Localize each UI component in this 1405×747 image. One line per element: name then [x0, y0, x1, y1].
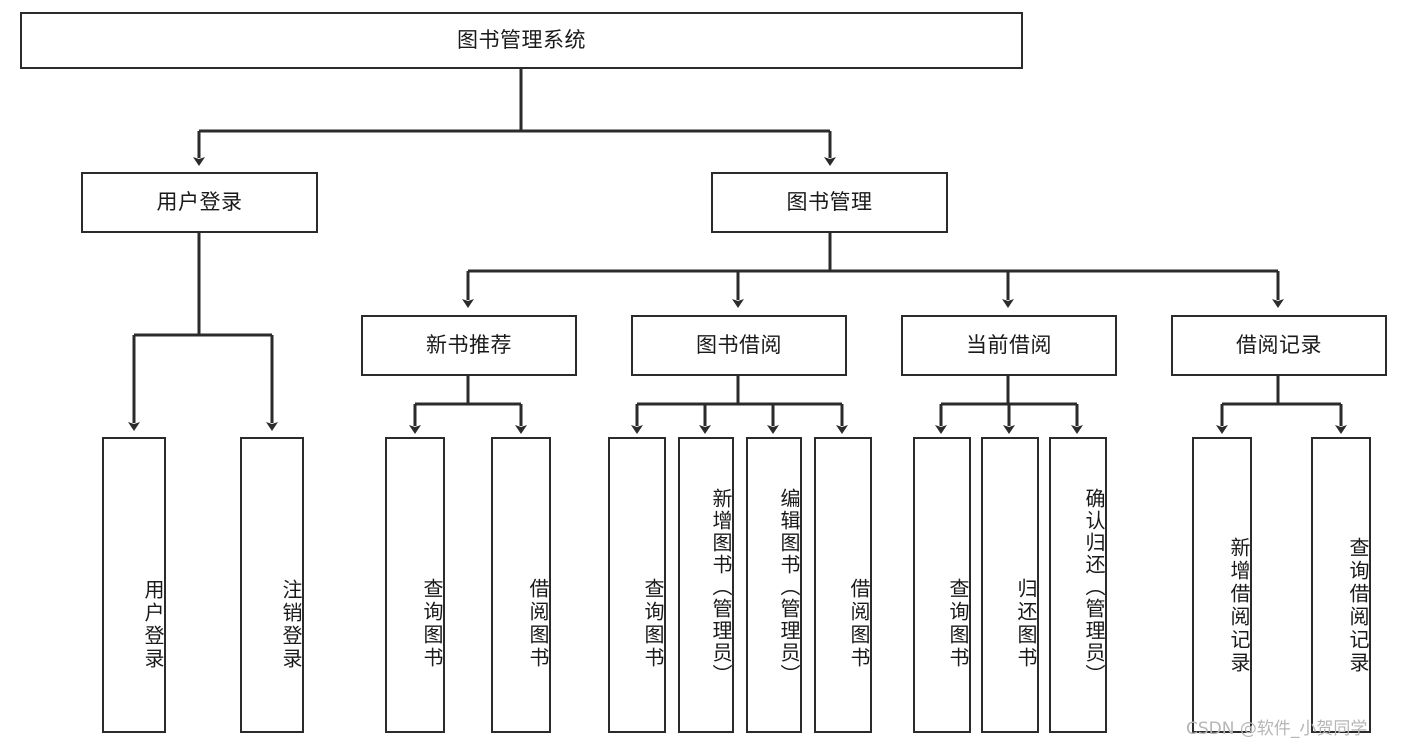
node-leaf-confirm-return-admin[interactable]: 确认归还（管理员） [1049, 437, 1107, 733]
node-leaf-return-book-label: 归还图书 [1014, 578, 1038, 670]
node-leaf-query-book-2[interactable]: 查询图书 [608, 437, 666, 733]
node-user-login[interactable]: 用户登录 [81, 172, 318, 233]
node-leaf-add-book-admin[interactable]: 新增图书（管理员） [678, 437, 734, 733]
node-leaf-return-book[interactable]: 归还图书 [981, 437, 1039, 733]
node-leaf-logout[interactable]: 注销登录 [240, 437, 304, 733]
node-book-management-label: 图书管理 [786, 189, 873, 214]
node-leaf-query-borrow-record-label: 查询借阅记录 [1346, 537, 1370, 675]
node-new-book-recommend-label: 新书推荐 [426, 332, 512, 357]
node-new-book-recommend[interactable]: 新书推荐 [361, 315, 577, 376]
node-leaf-query-book-1[interactable]: 查询图书 [385, 437, 445, 733]
node-root-label: 图书管理系统 [457, 27, 586, 52]
node-leaf-user-login-label: 用户登录 [141, 579, 165, 671]
node-user-login-label: 用户登录 [156, 189, 243, 214]
node-leaf-query-book-2-label: 查询图书 [641, 578, 665, 670]
node-borrow-record[interactable]: 借阅记录 [1171, 315, 1387, 376]
node-leaf-edit-book-admin[interactable]: 编辑图书（管理员） [746, 437, 802, 733]
node-leaf-add-book-admin-label: 新增图书（管理员） [709, 488, 733, 686]
csdn-watermark: CSDN @软件_小贺同学 [1186, 719, 1368, 739]
node-book-borrow[interactable]: 图书借阅 [631, 315, 847, 376]
node-book-borrow-label: 图书借阅 [696, 332, 782, 357]
node-leaf-confirm-return-admin-label: 确认归还（管理员） [1082, 488, 1106, 686]
node-root[interactable]: 图书管理系统 [20, 12, 1023, 69]
node-leaf-borrow-book-2[interactable]: 借阅图书 [814, 437, 872, 733]
node-leaf-add-borrow-record[interactable]: 新增借阅记录 [1192, 437, 1252, 733]
node-leaf-query-book-3[interactable]: 查询图书 [913, 437, 971, 733]
node-leaf-edit-book-admin-label: 编辑图书（管理员） [777, 488, 801, 686]
node-leaf-borrow-book-1-label: 借阅图书 [526, 578, 550, 670]
node-book-management[interactable]: 图书管理 [711, 172, 948, 233]
node-leaf-query-book-3-label: 查询图书 [946, 578, 970, 670]
node-leaf-query-borrow-record[interactable]: 查询借阅记录 [1311, 437, 1371, 733]
node-borrow-record-label: 借阅记录 [1236, 332, 1322, 357]
node-current-borrow[interactable]: 当前借阅 [901, 315, 1117, 376]
node-leaf-borrow-book-1[interactable]: 借阅图书 [491, 437, 551, 733]
node-leaf-user-login[interactable]: 用户登录 [102, 437, 166, 733]
node-leaf-query-book-1-label: 查询图书 [420, 578, 444, 670]
node-leaf-borrow-book-2-label: 借阅图书 [847, 578, 871, 670]
node-leaf-add-borrow-record-label: 新增借阅记录 [1227, 537, 1251, 675]
node-leaf-logout-label: 注销登录 [279, 579, 303, 671]
node-current-borrow-label: 当前借阅 [966, 332, 1052, 357]
